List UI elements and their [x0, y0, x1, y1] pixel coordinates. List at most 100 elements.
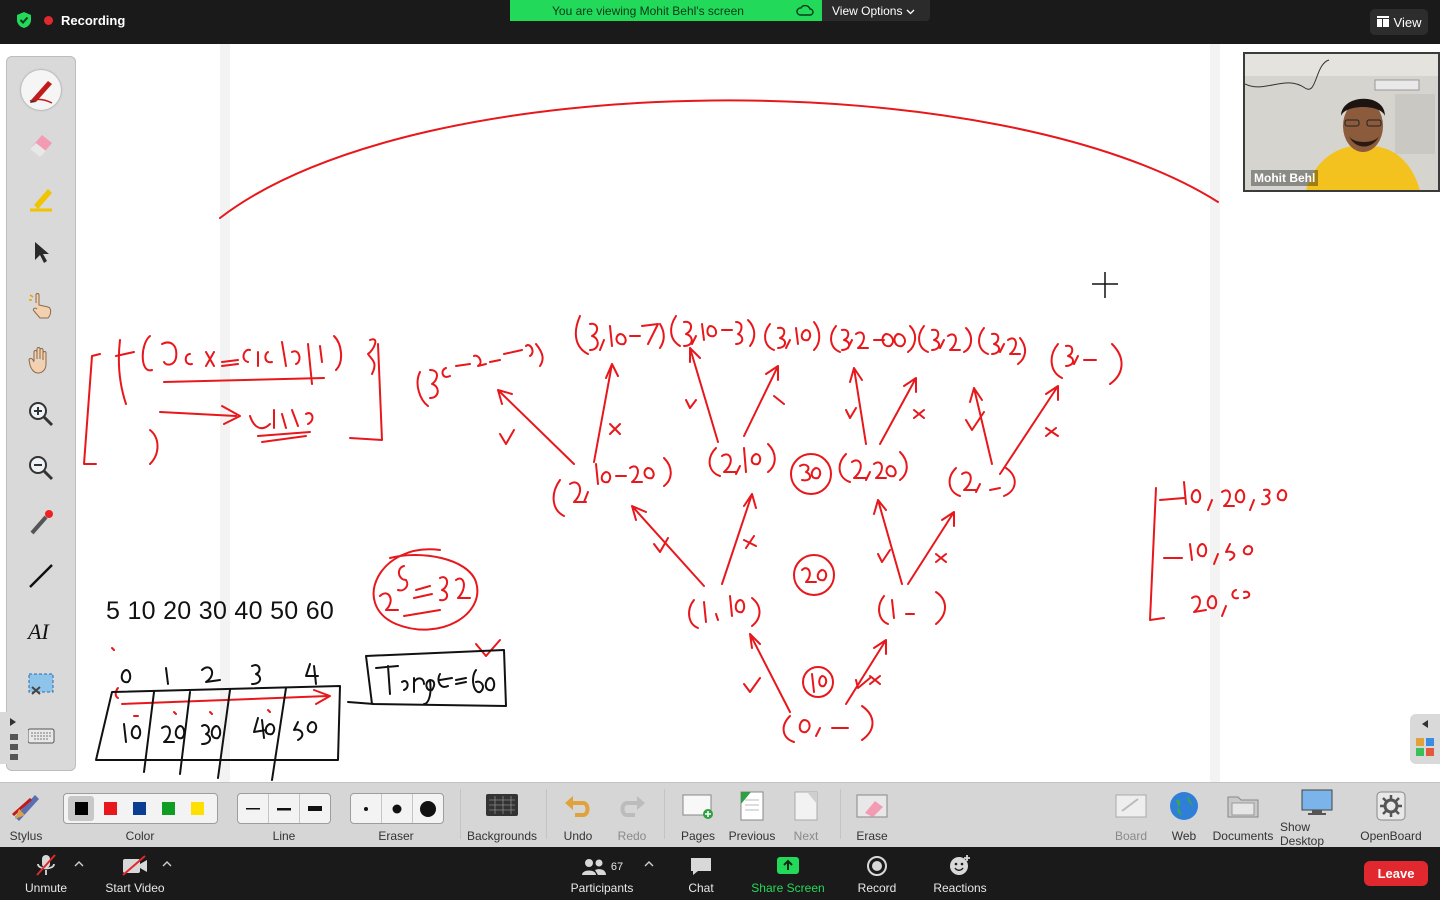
gear-icon: [1376, 791, 1406, 821]
documents-mode-button[interactable]: Documents: [1212, 783, 1274, 848]
virtual-keyboard-tool[interactable]: [21, 716, 61, 756]
stylus-button[interactable]: Stylus: [6, 783, 46, 848]
pointer-arrow-icon: [35, 242, 49, 263]
record-dot-icon: [44, 15, 53, 25]
pen-icon: [29, 81, 53, 104]
erase-page-button[interactable]: Erase: [852, 783, 892, 848]
unmute-label: Unmute: [24, 881, 68, 895]
eraser-medium-option[interactable]: [382, 794, 413, 823]
color-swatch-red[interactable]: [97, 796, 123, 821]
openboard-label: OpenBoard: [1360, 829, 1422, 843]
zoom-in-icon: [29, 402, 54, 427]
chevron-up-icon[interactable]: [74, 859, 84, 870]
hand-tool[interactable]: [21, 340, 61, 380]
ink-subset-list: [1149, 481, 1288, 621]
view-options-dropdown[interactable]: View Options: [822, 0, 930, 21]
previous-page-button[interactable]: Previous: [728, 783, 776, 848]
cloud-icon: [796, 3, 814, 20]
capture-tool[interactable]: [21, 664, 61, 704]
participants-label: Participants: [570, 881, 634, 895]
pen-tool[interactable]: [21, 70, 61, 110]
ink-node-3-dash: [1050, 343, 1123, 385]
undo-button[interactable]: Undo: [558, 783, 598, 848]
typed-array-values: 5 10 20 30 40 50 60: [106, 597, 335, 625]
recording-indicator: Recording: [12, 8, 125, 32]
eraser-small-option[interactable]: [351, 794, 382, 823]
eraser-large-option[interactable]: [413, 794, 443, 823]
redo-button[interactable]: Redo: [612, 783, 652, 848]
record-button[interactable]: Record: [854, 847, 900, 900]
ink-node-2-10: [708, 443, 776, 477]
share-screen-button[interactable]: Share Screen: [748, 847, 828, 900]
color-swatch-yellow[interactable]: [184, 796, 210, 821]
handwritten-ink-layer: [83, 99, 1288, 781]
ink-node-2-dash: [948, 467, 1016, 497]
start-video-button[interactable]: Start Video: [100, 847, 170, 900]
record-icon: [867, 856, 887, 876]
eraser-tool[interactable]: [21, 124, 61, 164]
show-desktop-label: Show Desktop: [1280, 820, 1325, 848]
right-drawer-toggle[interactable]: [1410, 714, 1440, 764]
color-swatch-green[interactable]: [155, 796, 181, 821]
hand-icon: [28, 347, 47, 374]
eraser-label: Eraser: [378, 829, 414, 843]
leave-button[interactable]: Leave: [1364, 861, 1428, 886]
stylus-icon: [12, 795, 39, 821]
zoom-out-icon: [29, 456, 54, 481]
line-medium-option[interactable]: [269, 794, 300, 823]
page-guide-left: [220, 44, 230, 782]
line-thick-option[interactable]: [300, 794, 330, 823]
color-picker: [63, 793, 218, 824]
selector-tool[interactable]: [21, 232, 61, 272]
webcam-thumbnail[interactable]: Mohit Behl: [1243, 52, 1440, 192]
participants-button[interactable]: 67 Participants: [566, 847, 638, 900]
backgrounds-button[interactable]: Backgrounds: [466, 783, 538, 848]
eraser-size-selector: [350, 793, 444, 824]
crosshair-cursor-icon: [1092, 272, 1118, 298]
line-thin-option[interactable]: [238, 794, 269, 823]
shield-icon: [12, 8, 36, 32]
openboard-menu-button[interactable]: OpenBoard: [1360, 783, 1422, 848]
show-desktop-button[interactable]: Show Desktop: [1280, 783, 1354, 848]
share-screen-label: Share Screen: [751, 881, 825, 895]
chat-icon: [691, 858, 711, 875]
ink-node-0-dash: [782, 705, 874, 743]
highlighter-tool[interactable]: [21, 178, 61, 218]
presenter-video: [1245, 54, 1438, 190]
screen-share-banner: You are viewing Mohit Behl's screen: [510, 0, 822, 21]
ink-node-2-20: [838, 451, 908, 483]
recording-label: Recording: [61, 12, 126, 28]
chevron-up-icon[interactable]: [644, 859, 654, 870]
zoom-in-tool[interactable]: [21, 394, 61, 434]
color-swatch-black[interactable]: [68, 796, 94, 821]
svg-text:AI: AI: [26, 619, 50, 644]
undo-label: Undo: [563, 829, 593, 843]
line-label: Line: [272, 829, 296, 843]
board-icon: [1115, 794, 1147, 818]
text-tool[interactable]: AI: [21, 610, 61, 650]
toolbar-divider: [664, 789, 665, 839]
chevron-up-icon[interactable]: [162, 859, 172, 870]
chat-button[interactable]: Chat: [680, 847, 722, 900]
board-mode-button[interactable]: Board: [1111, 783, 1151, 848]
color-swatch-blue[interactable]: [126, 796, 152, 821]
ink-arc: [219, 99, 1219, 219]
web-mode-button[interactable]: Web: [1165, 783, 1203, 848]
video-off-icon: [122, 855, 147, 876]
interact-tool[interactable]: [21, 286, 61, 326]
line-label-wrap: Line: [260, 783, 308, 848]
text-icon: AI: [26, 619, 50, 644]
backgrounds-icon: [486, 794, 518, 816]
view-button[interactable]: View: [1370, 9, 1428, 35]
zoom-out-tool[interactable]: [21, 448, 61, 488]
pages-button[interactable]: Pages: [676, 783, 720, 848]
toolbar-divider: [460, 789, 461, 839]
reactions-button[interactable]: Reactions: [930, 847, 990, 900]
view-options-label: View Options: [832, 3, 903, 18]
unmute-button[interactable]: Unmute: [20, 847, 72, 900]
line-tool[interactable]: [21, 556, 61, 596]
laser-pointer-tool[interactable]: [21, 502, 61, 542]
whiteboard-canvas[interactable]: 5 10 20 30 40 50 60: [0, 44, 1440, 782]
next-page-button[interactable]: Next: [786, 783, 826, 848]
left-drawer-toggle[interactable]: [0, 712, 28, 764]
